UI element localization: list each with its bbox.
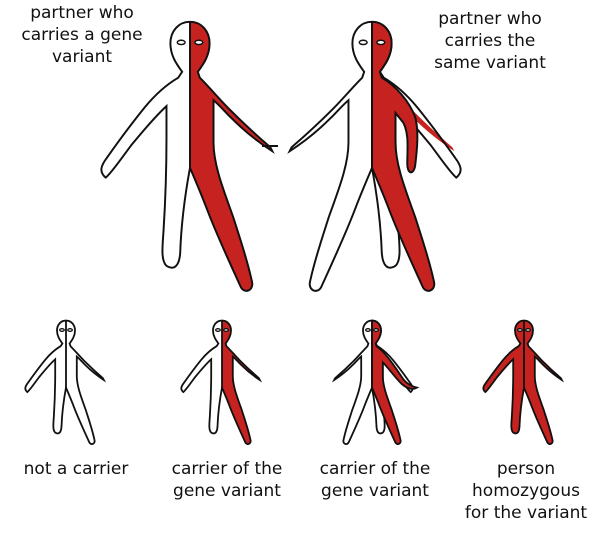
figure-carrier-a xyxy=(181,321,259,445)
figure-not-carrier xyxy=(25,321,103,445)
figure-partner-carrier xyxy=(101,22,272,291)
figure-homozygous xyxy=(483,321,561,445)
